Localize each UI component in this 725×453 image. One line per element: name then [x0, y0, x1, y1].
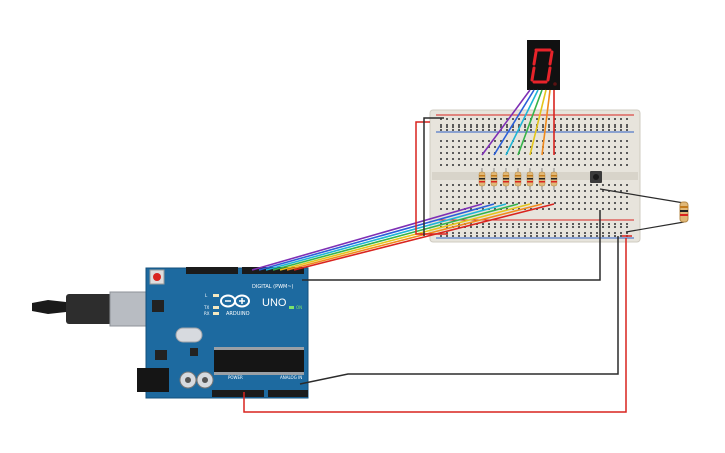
digital-header-2: [242, 267, 304, 274]
display-wires: [481, 89, 555, 156]
rx-label: RX: [204, 311, 210, 316]
seven-segment-display[interactable]: [527, 40, 560, 90]
usb-plug: [66, 294, 112, 324]
l-label: L: [205, 293, 208, 298]
analog-header: [268, 390, 308, 397]
power-label: POWER: [228, 375, 243, 380]
usb-cable-end: [32, 300, 66, 314]
atmega-chip: [214, 350, 304, 372]
power-wires: [243, 117, 632, 413]
power-header: [212, 390, 264, 397]
resistor-array: [478, 168, 558, 190]
arduino-logo-icon: [220, 294, 250, 308]
crystal: [175, 327, 203, 343]
arduino-uno-board[interactable]: DIGITAL (PWM~) UNO ARDUINO L TX RX ON: [32, 267, 309, 399]
segments: [530, 48, 554, 84]
brand-label: ARDUINO: [226, 311, 250, 317]
tx-led: [213, 306, 219, 309]
rx-led: [213, 312, 219, 315]
push-button[interactable]: [590, 171, 602, 183]
digital-header-1: [186, 267, 238, 274]
model-label: UNO: [262, 297, 287, 309]
digital-label: DIGITAL (PWM~): [252, 284, 294, 290]
on-label: ON: [296, 305, 302, 310]
arduino-wires: [251, 203, 555, 271]
analog-label: ANALOG IN: [280, 375, 302, 380]
pulldown-resistor: [599, 188, 689, 233]
on-led: [289, 306, 294, 309]
tx-label: TX: [203, 305, 209, 310]
l-led: [213, 294, 219, 297]
power-jack: [137, 368, 169, 392]
reset-button: [153, 273, 161, 281]
